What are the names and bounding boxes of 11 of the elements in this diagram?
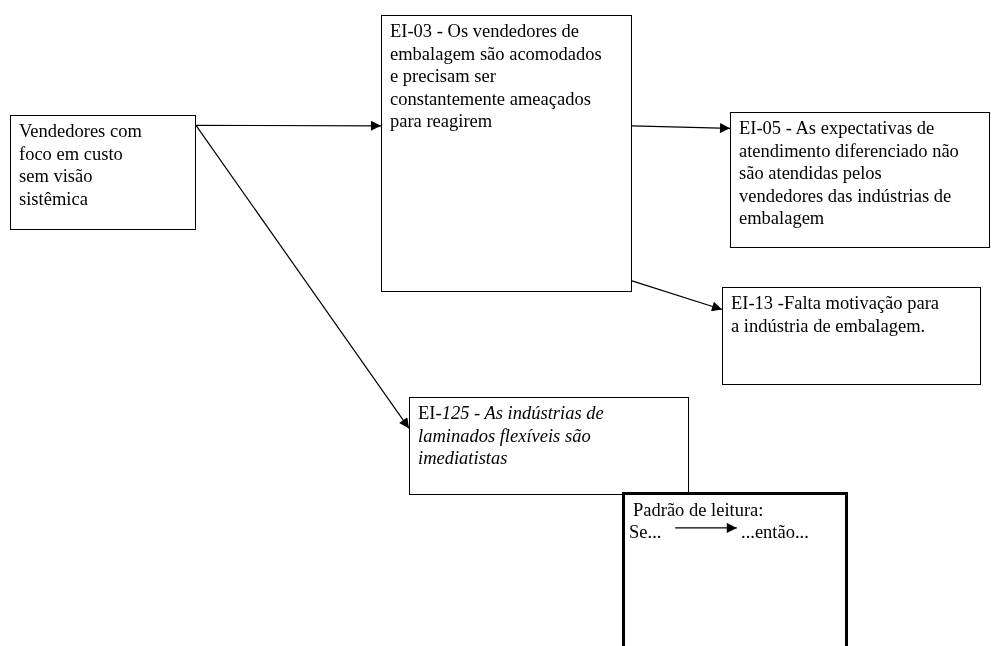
process-box: Vendedores com foco em custo sem visão sistêmica (10, 115, 196, 230)
process-box: EI-05 - As expectativas de atendimento diferenciado não são atendidas pelos vendedores das indústrias de embalagem (730, 112, 990, 248)
arrow (195, 124, 410, 429)
arrow (631, 280, 723, 312)
process-box: EI-125 - As indústrias de laminados flexíveis são imediatistas (409, 397, 689, 495)
arrow (631, 123, 731, 134)
process-box: EI-03 - Os vendedores de embalagem são acomodados e precisam ser constantemente ameaçados para reagirem (381, 15, 632, 292)
arrow (195, 120, 382, 131)
process-box: EI-13 -Falta motivação para a indústria de embalagem. (722, 287, 981, 385)
legend-box: Padrão de leitura: Se... ...então... (622, 492, 848, 646)
arrow (674, 522, 738, 533)
